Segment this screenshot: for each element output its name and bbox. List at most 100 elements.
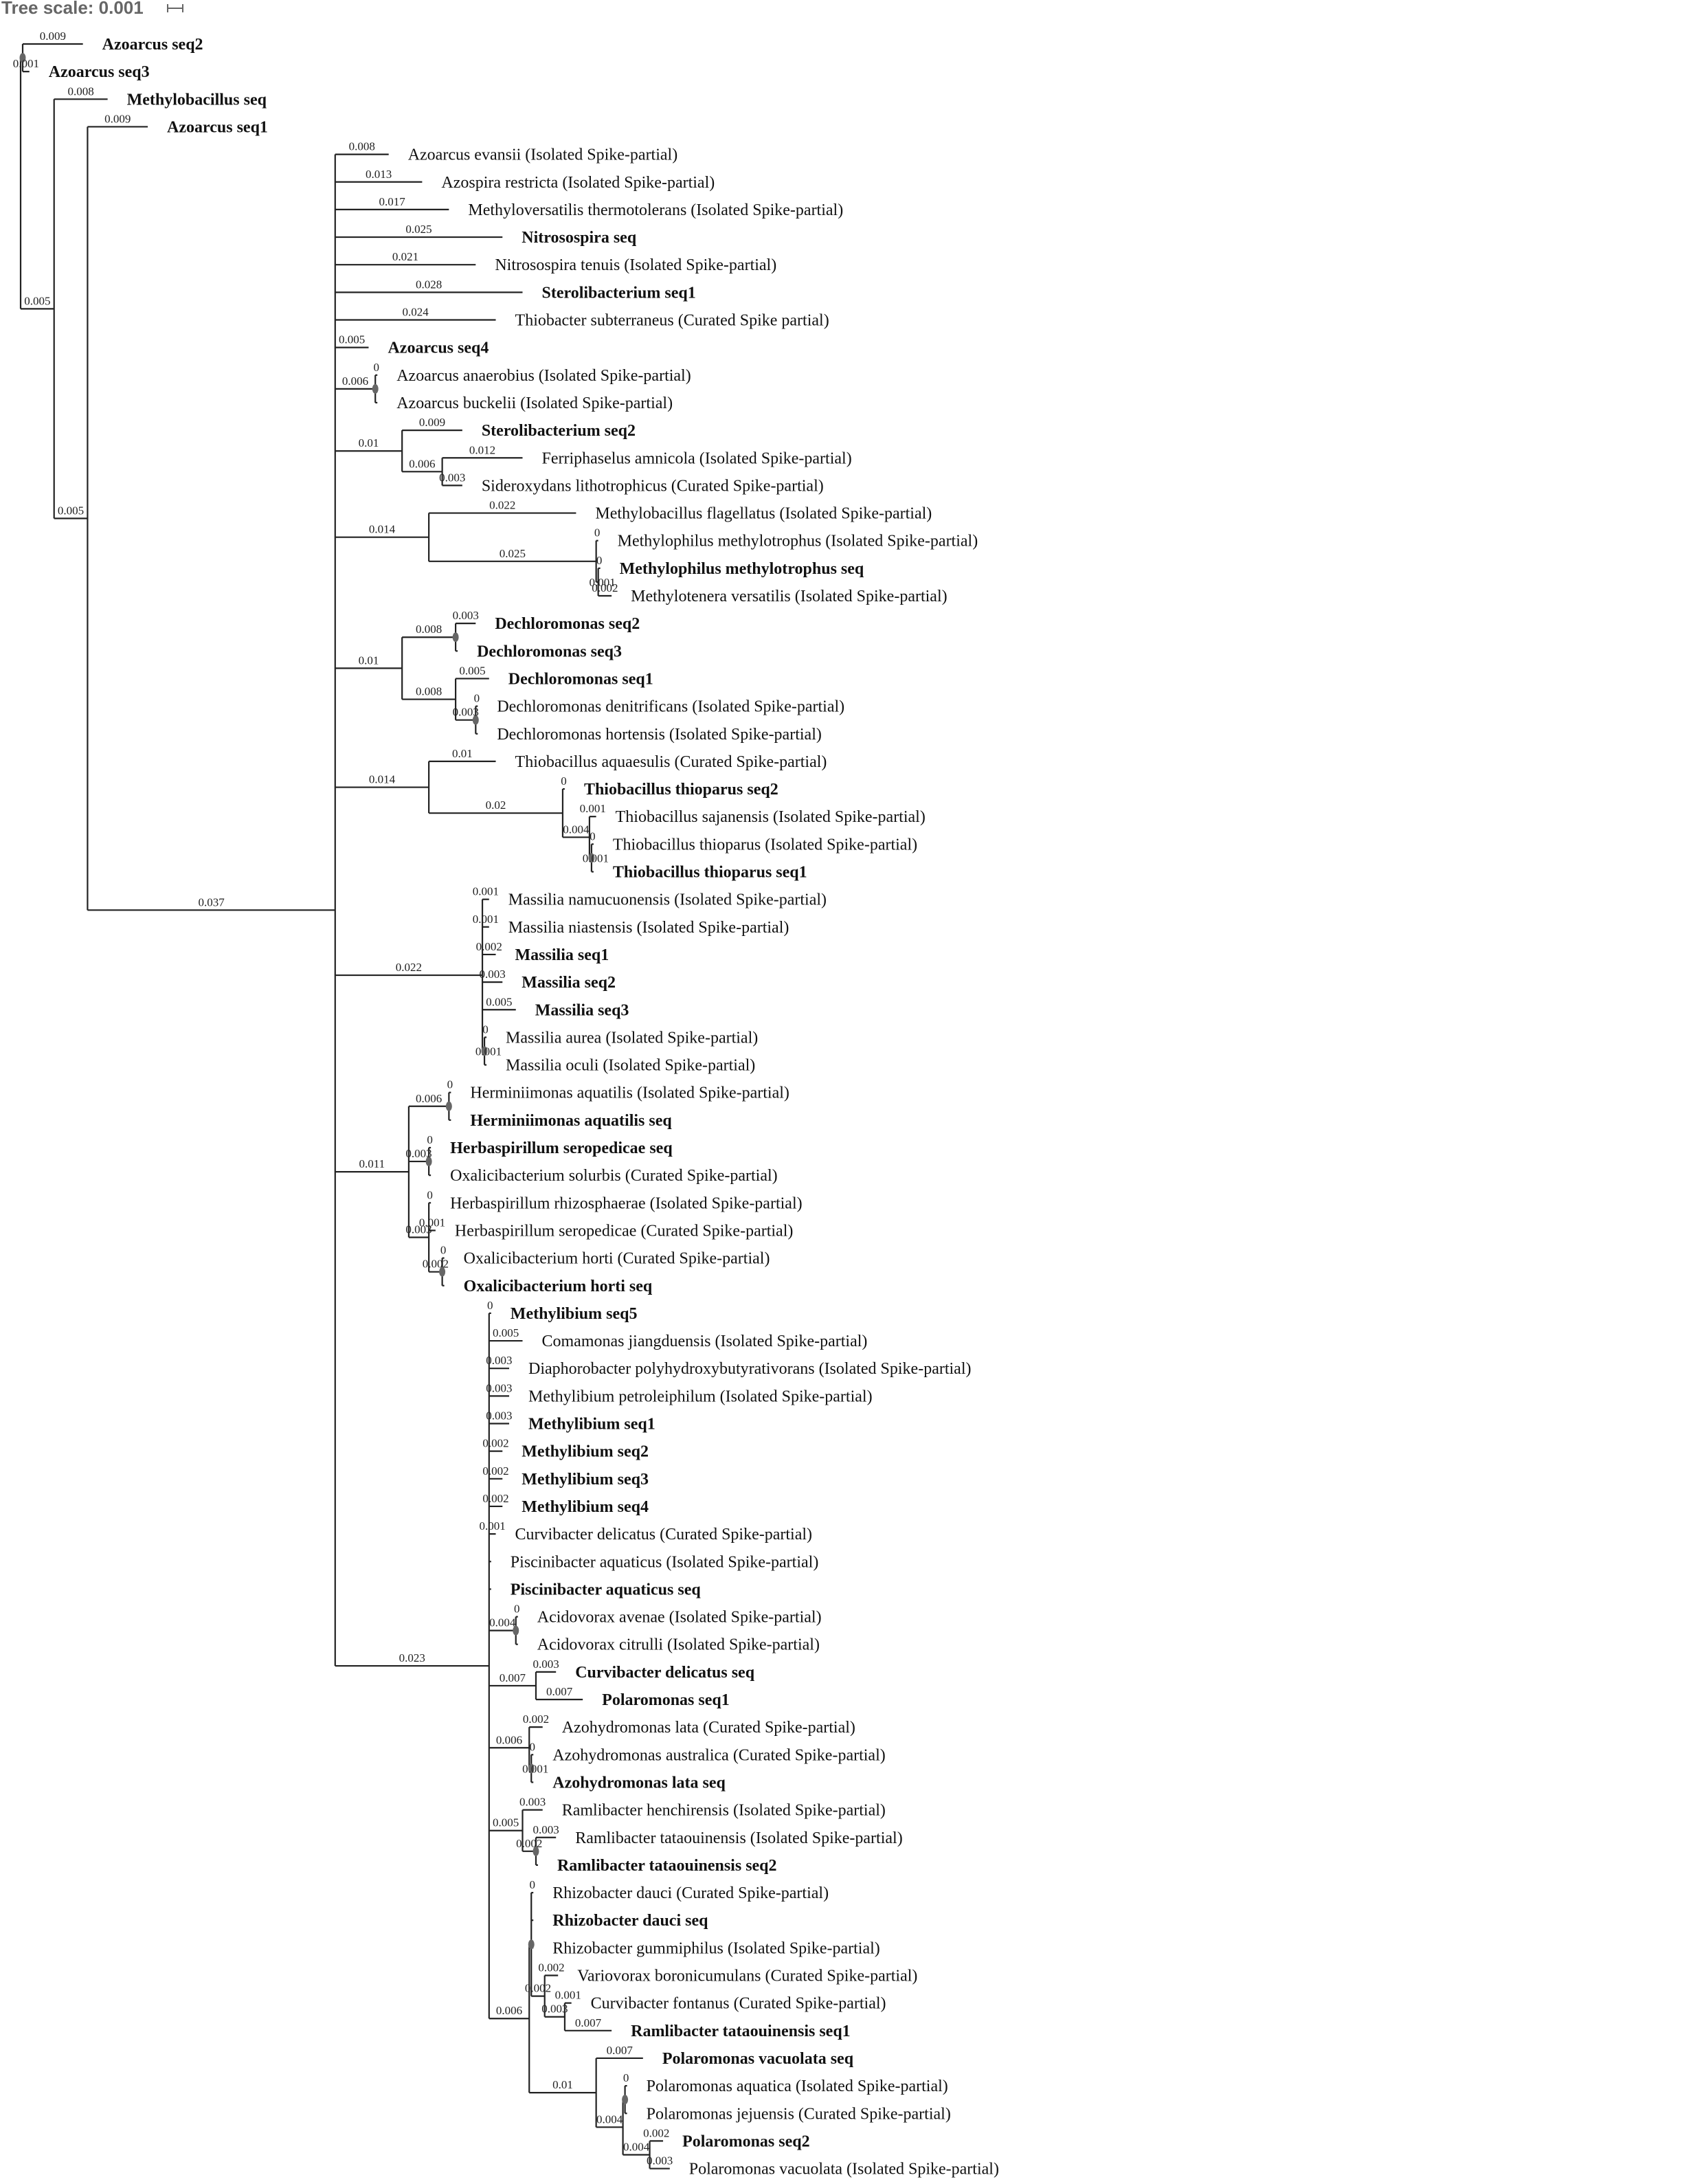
branch-length-label: 0.001 — [13, 57, 39, 70]
leaf-label-49: Methylibium petroleiphilum (Isolated Spi… — [528, 1388, 873, 1405]
branch-length-label: 0.002 — [482, 1492, 508, 1505]
branch-length-label: 0.025 — [500, 547, 526, 560]
branch-length-label: 0.002 — [538, 1961, 564, 1974]
branch-length-label: 0.005 — [493, 1816, 519, 1829]
branch-length-label: 0.002 — [482, 1437, 508, 1450]
tree-scale: Tree scale: 0.001 — [1, 0, 183, 18]
leaf-label-51: Methylibium seq2 — [522, 1443, 649, 1461]
branch-length-label: 0.003 — [486, 1354, 512, 1367]
branch-length-label: 0 — [623, 2071, 629, 2084]
leaf-label-48: Diaphorobacter polyhydroxybutyrativorans… — [528, 1360, 971, 1378]
branch-length-label: 0.008 — [349, 140, 375, 153]
leaf-label-77: Polaromonas vacuolata (Isolated Spike-pa… — [689, 2161, 999, 2179]
branch-length-label: 0.005 — [486, 995, 512, 1008]
branch-length-label: 0.001 — [473, 913, 499, 926]
leaf-label-27: Thiobacillus thioparus seq2 — [584, 781, 778, 799]
branch-length-label: 0.003 — [532, 1658, 559, 1671]
leaf-label-75: Polaromonas jejuensis (Curated Spike-par… — [647, 2105, 951, 2123]
collapsed-node-marker — [588, 853, 595, 863]
branch-length-label: 0.004 — [489, 1616, 516, 1629]
leaf-label-9: Sterolibacterium seq1 — [542, 284, 696, 302]
collapsed-node-marker — [452, 632, 459, 643]
branch-length-label: 0.003 — [541, 2003, 568, 2016]
branch-length-label: 0.002 — [592, 581, 618, 594]
leaf-label-16: Sideroxydans lithotrophicus (Curated Spi… — [482, 477, 824, 495]
branch-length-label: 0 — [427, 1133, 433, 1146]
leaf-label-41: Oxalicibacterium solurbis (Curated Spike… — [450, 1167, 778, 1185]
branch-length-label: 0.003 — [532, 1823, 559, 1836]
leaf-label-42: Herbaspirillum rhizosphaerae (Isolated S… — [450, 1194, 802, 1212]
branch-length-label: 0.002 — [516, 1837, 542, 1850]
leaf-label-69: Rhizobacter gummiphilus (Isolated Spike-… — [552, 1939, 880, 1957]
collapsed-node-marker — [439, 1267, 446, 1277]
leaf-label-4: Azoarcus evansii (Isolated Spike-partial… — [408, 146, 678, 164]
branch-length-label: 0 — [514, 1603, 520, 1616]
branch-length-label: 0.02 — [486, 799, 506, 812]
leaf-label-8: Nitrosospira tenuis (Isolated Spike-part… — [495, 256, 776, 274]
branch-length-label: 0.006 — [342, 375, 368, 388]
leaf-label-76: Polaromonas seq2 — [682, 2132, 810, 2150]
leaf-label-14: Sterolibacterium seq2 — [482, 422, 636, 440]
branch-length-label: 0.008 — [416, 685, 442, 698]
leaf-label-6: Methyloversatilis thermotolerans (Isolat… — [468, 201, 843, 219]
collapsed-node-marker — [528, 1939, 535, 1950]
leaf-label-47: Comamonas jiangduensis (Isolated Spike-p… — [542, 1333, 868, 1350]
branch-length-label: 0 — [440, 1244, 447, 1257]
branch-length-label: 0.037 — [198, 895, 225, 909]
leaf-label-63: Azohydromonas lata seq — [552, 1774, 726, 1792]
leaf-label-55: Piscinibacter aquaticus (Isolated Spike-… — [511, 1553, 819, 1571]
branch-length-label: 0.01 — [359, 654, 379, 667]
branch-length-label: 0.014 — [369, 523, 396, 536]
node-length-label: 0.001 — [583, 851, 609, 865]
leaf-label-53: Methylibium seq4 — [522, 1498, 649, 1516]
leaf-label-36: Massilia aurea (Isolated Spike-partial) — [506, 1029, 758, 1047]
leaf-label-19: Methylophilus methylotrophus seq — [620, 560, 864, 578]
branch-length-label: 0 — [596, 554, 603, 567]
leaf-label-70: Variovorax boronicumulans (Curated Spike… — [577, 1968, 917, 1985]
branch-length-label: 0.01 — [452, 747, 473, 760]
node-length-label: 0.001 — [522, 1762, 548, 1775]
branch-length-label: 0.005 — [459, 664, 485, 677]
branch-length-label: 0.002 — [476, 940, 502, 953]
branch-length-label: 0.008 — [416, 623, 442, 636]
branch-length-label: 0.022 — [489, 499, 515, 512]
branch-length-label: 0 — [561, 775, 567, 788]
branch-length-label: 0 — [529, 1740, 535, 1753]
leaf-label-72: Ramlibacter tataouinensis seq1 — [631, 2023, 851, 2040]
branch-length-label: 0.028 — [416, 278, 442, 291]
leaf-label-64: Ramlibacter henchirensis (Isolated Spike… — [562, 1802, 886, 1820]
leaf-label-2: Methylobacillus seq — [127, 91, 267, 109]
branch-length-label: 0.006 — [496, 1733, 522, 1746]
leaf-label-35: Massilia seq3 — [535, 1001, 629, 1019]
branch-length-label: 0 — [447, 1078, 453, 1091]
branch-length-label: 0 — [487, 1299, 493, 1312]
branch-length-label: 0.003 — [480, 968, 506, 981]
leaf-label-62: Azohydromonas australica (Curated Spike-… — [552, 1746, 886, 1764]
leaf-label-26: Thiobacillus aquaesulis (Curated Spike-p… — [515, 753, 827, 771]
branch-length-label: 0.003 — [439, 471, 465, 484]
branch-length-label: 0.004 — [623, 2140, 650, 2153]
leaf-label-20: Methylotenera versatilis (Isolated Spike… — [631, 588, 948, 605]
branch-length-label: 0.003 — [453, 609, 479, 622]
leaf-label-61: Azohydromonas lata (Curated Spike-partia… — [562, 1719, 855, 1737]
branch-length-label: 0.001 — [480, 1519, 506, 1533]
leaf-label-45: Oxalicibacterium horti seq — [464, 1278, 653, 1295]
collapsed-node-markers — [19, 53, 629, 2105]
tree-scale-label: Tree scale: 0.001 — [1, 0, 144, 18]
leaf-label-1: Azoarcus seq3 — [49, 63, 150, 81]
leaf-label-46: Methylibium seq5 — [511, 1305, 638, 1323]
branch-length-label: 0.014 — [369, 773, 396, 786]
leaf-label-74: Polaromonas aquatica (Isolated Spike-par… — [647, 2077, 948, 2095]
branch-length-label: 0.025 — [405, 223, 431, 236]
branch-length-label: 0.017 — [379, 195, 405, 208]
leaf-label-22: Dechloromonas seq3 — [477, 643, 622, 660]
branch-length-label: 0.005 — [493, 1326, 519, 1339]
collapsed-node-marker — [622, 2095, 629, 2105]
node-length-label: 0.001 — [590, 576, 616, 589]
leaf-label-34: Massilia seq2 — [522, 974, 616, 992]
leaf-label-24: Dechloromonas denitrificans (Isolated Sp… — [497, 698, 844, 716]
leaf-label-59: Curvibacter delicatus seq — [575, 1664, 755, 1682]
tree-scale-bar — [167, 4, 183, 12]
leaf-label-7: Nitrosospira seq — [522, 229, 637, 247]
